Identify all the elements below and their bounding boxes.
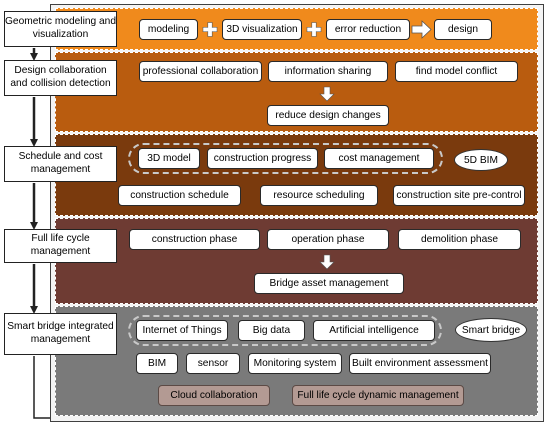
box-full-life-cycle-dynamic-management: Full life cycle dynamic management [292, 385, 464, 406]
box-modeling: modeling [139, 19, 198, 40]
box-built-environment-assessment: Built environment assessment [349, 353, 491, 374]
stage-design-collaboration: Design collaboration and collision detec… [4, 60, 117, 96]
stage-geometric-modeling: Geometric modeling and visualization [4, 11, 117, 47]
group-5d-bim-inputs [128, 143, 443, 174]
box-professional-collaboration: professional collaboration [139, 61, 262, 82]
arrow-right-icon [411, 20, 432, 39]
group-smart-bridge-inputs [128, 315, 442, 346]
box-monitoring-system: Monitoring system [248, 353, 342, 374]
box-demolition-phase: demolition phase [398, 229, 521, 250]
box-sensor: sensor [186, 353, 240, 374]
box-artificial-intelligence: Artificial intelligence [313, 320, 435, 341]
stage-schedule-cost: Schedule and cost management [4, 146, 117, 182]
box-information-sharing: information sharing [268, 61, 388, 82]
box-cost-management: cost management [324, 148, 434, 169]
flow-return-line [33, 356, 50, 419]
box-construction-phase: construction phase [129, 229, 260, 250]
box-construction-schedule: construction schedule [118, 185, 241, 206]
stage-smart-bridge: Smart bridge integrated management [4, 313, 117, 355]
box-construction-progress: construction progress [207, 148, 318, 169]
arrow-down-icon [319, 254, 335, 270]
box-resource-scheduling: resource scheduling [260, 185, 378, 206]
oval-smart-bridge: Smart bridge [455, 318, 527, 342]
box-find-model-conflict: find model conflict [395, 61, 518, 82]
box-big-data: Big data [238, 320, 305, 341]
box-construction-site-pre-control: construction site pre-control [393, 185, 525, 206]
box-operation-phase: operation phase [267, 229, 389, 250]
oval-5d-bim: 5D BIM [454, 149, 508, 171]
box-3d-visualization: 3D visualization [222, 19, 302, 40]
box-cloud-collaboration: Cloud collaboration [158, 385, 270, 406]
box-internet-of-things: Internet of Things [136, 320, 228, 341]
arrow-down-icon [319, 86, 335, 102]
plus-icon [202, 22, 218, 37]
plus-icon [306, 22, 322, 37]
stage-life-cycle: Full life cycle management [4, 229, 117, 263]
box-bridge-asset-management: Bridge asset management [254, 273, 404, 294]
box-error-reduction: error reduction [326, 19, 410, 40]
box-design: design [434, 19, 492, 40]
box-reduce-design-changes: reduce design changes [267, 105, 389, 126]
box-3d-model: 3D model [138, 148, 200, 169]
box-bim: BIM [136, 353, 178, 374]
